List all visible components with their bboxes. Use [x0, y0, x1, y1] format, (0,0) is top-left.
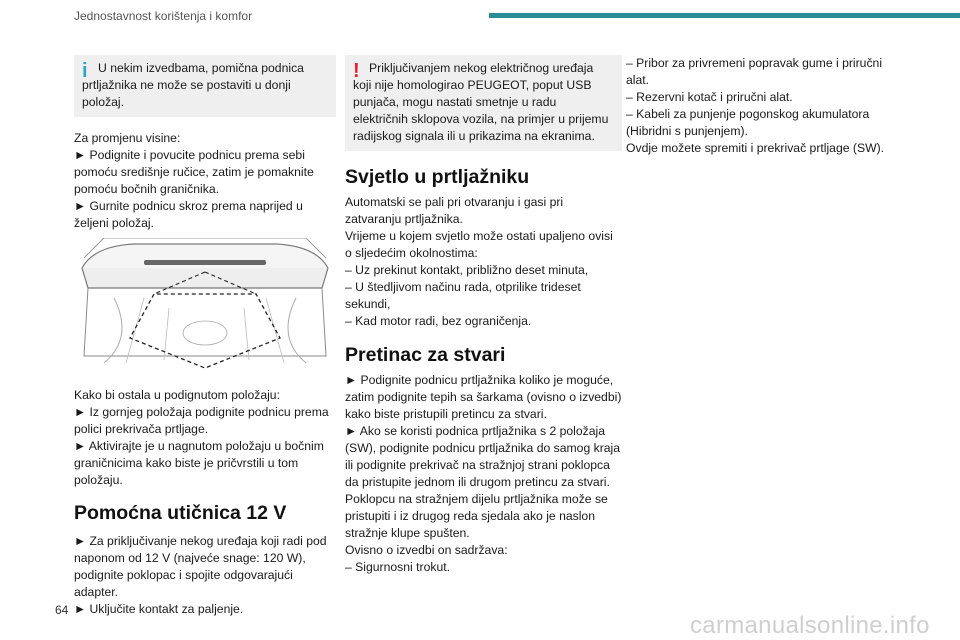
list-item: – Pribor za privremeni popravak gume i p…: [626, 56, 883, 87]
info-note: i U nekim izvedbama, pomična podnica prt…: [74, 55, 336, 117]
list-item: – U štedljivom načinu rada, otprilike tr…: [345, 280, 581, 311]
header-title: Jednostavnost korištenja i komfor: [74, 9, 253, 23]
trunk-illustration: [74, 237, 336, 372]
list-item: – Uz prekinut kontakt, približno deset m…: [345, 263, 589, 277]
paragraph: Ovdje možete spremiti i prekrivač prtlja…: [626, 141, 885, 155]
list-item: – Rezervni kotač i priručni alat.: [626, 90, 793, 104]
paragraph: ► Ako se koristi podnica prtljažnika s 2…: [345, 424, 621, 489]
warning-note-text: Priključivanjem nekog električnog uređaj…: [353, 61, 609, 143]
paragraph: Za promjenu visine:: [74, 131, 181, 145]
info-icon: i: [82, 60, 88, 82]
paragraph: ► Iz gornjeg položaja podignite podnicu …: [74, 405, 329, 436]
section-heading: Pomoćna utičnica 12 V: [74, 502, 287, 524]
paragraph: ► Za priključivanje nekog uređaja koji r…: [74, 534, 327, 599]
paragraph: ► Podignite podnicu prtljažnika koliko j…: [345, 373, 622, 421]
paragraph: Vrijeme u kojem svjetlo može ostati upal…: [345, 229, 613, 260]
info-note-text: U nekim izvedbama, pomična podnica prtlj…: [82, 61, 304, 109]
warning-note: ! Priključivanjem nekog električnog uređ…: [345, 55, 622, 151]
list-item: – Sigurnosni trokut.: [345, 560, 451, 574]
section-heading: Pretinac za stvari: [345, 344, 506, 366]
paragraph: Poklopcu na stražnjem dijelu prtljažnika…: [345, 492, 608, 540]
column-1: i U nekim izvedbama, pomična podnica prt…: [74, 55, 336, 618]
paragraph: ► Aktivirajte je u nagnutom položaju u b…: [74, 439, 324, 487]
column-3: – Pribor za privremeni popravak gume i p…: [626, 55, 896, 157]
paragraph: ► Podignite i povucite podnicu prema seb…: [74, 148, 314, 196]
watermark: carmanualsonline.info: [690, 612, 930, 639]
paragraph: Ovisno o izvedbi on sadržava:: [345, 543, 508, 557]
header-accent-bar: [489, 13, 960, 18]
paragraph: ► Uključite kontakt za paljenje.: [74, 602, 244, 616]
paragraph: ► Gurnite podnicu skroz prema naprijed u…: [74, 199, 303, 230]
paragraph: Kako bi ostala u podignutom položaju:: [74, 388, 280, 402]
warning-icon: !: [353, 60, 360, 82]
list-item: – Kad motor radi, bez ograničenja.: [345, 314, 532, 328]
page-number: 64: [55, 603, 69, 617]
paragraph: Automatski se pali pri otvaranju i gasi …: [345, 195, 564, 226]
list-item: – Kabeli za punjenje pogonskog akumulato…: [626, 107, 870, 138]
section-heading: Svjetlo u prtljažniku: [345, 166, 530, 188]
column-2: ! Priključivanjem nekog električnog uređ…: [345, 55, 622, 576]
